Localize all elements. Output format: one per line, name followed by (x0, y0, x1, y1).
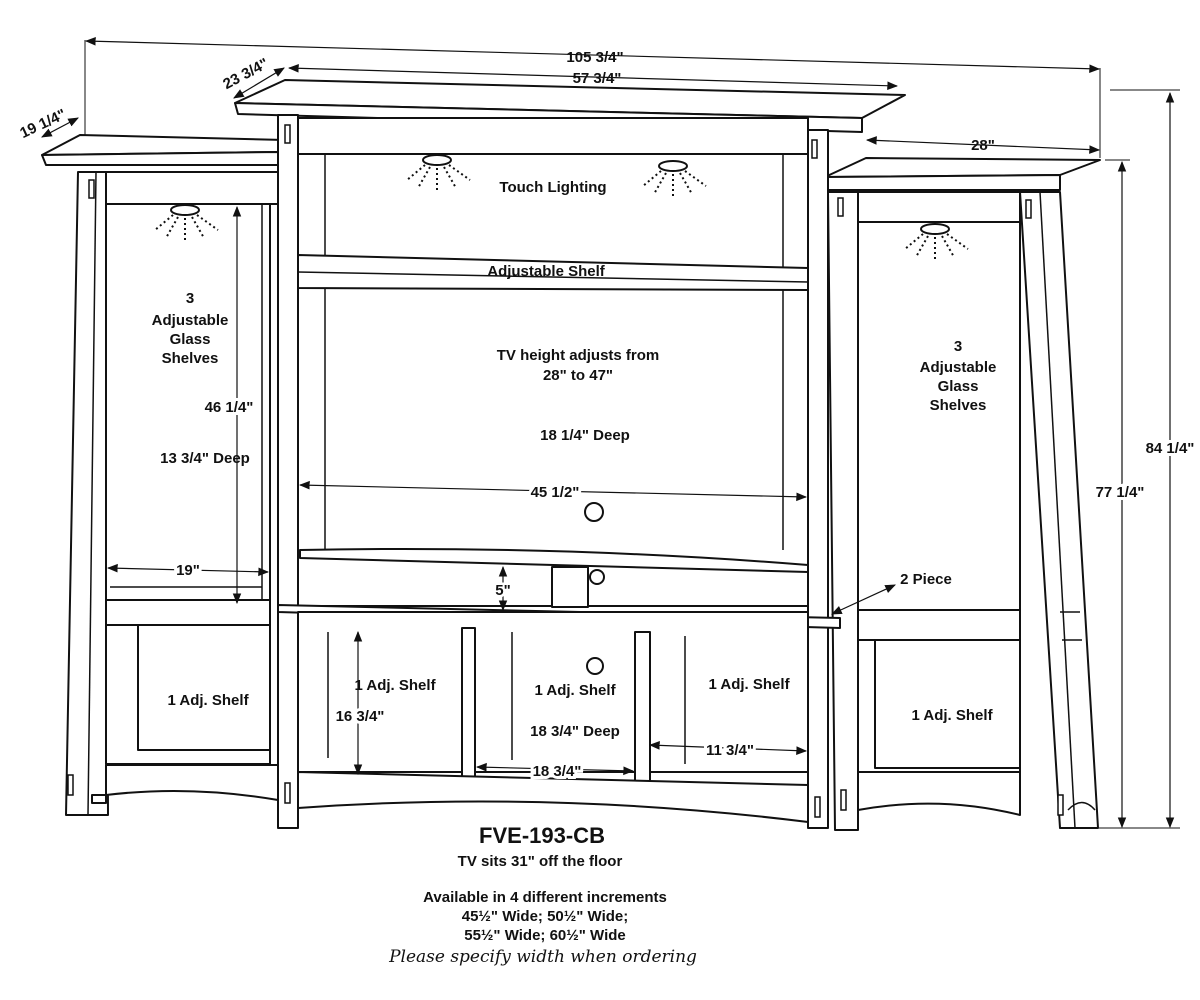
tv-width-label: 45 1/2" (531, 484, 580, 501)
left-glass-label: 3 (186, 290, 194, 307)
dimension-lines (41, 36, 1180, 829)
light-icon (904, 223, 969, 261)
left-adj-shelf-label: 1 Adj. Shelf (167, 692, 249, 709)
left-width-label: 19" (176, 562, 200, 579)
right-glass-label: Glass (938, 378, 979, 395)
lower-left-adj-label: 1 Adj. Shelf (354, 677, 436, 694)
left-deep-label: 13 3/4" Deep (160, 450, 250, 467)
lower-center-width-label: 18 3/4" (533, 763, 582, 780)
overall-width-label: 105 3/4" (566, 49, 623, 66)
left-glass-label: Glass (170, 331, 211, 348)
tv-height-label: TV height adjusts from (497, 347, 660, 364)
center-width-label: 57 3/4" (573, 70, 622, 87)
light-icon (154, 204, 219, 242)
ordering-note: Please specify width when ordering (388, 947, 697, 967)
left-glass-label: Adjustable (152, 312, 229, 329)
tv-deep-label: 18 1/4" Deep (540, 427, 630, 444)
left-glass-label: Shelves (162, 350, 219, 367)
availability-note: Available in 4 different increments (423, 889, 667, 906)
right-cabinet (824, 157, 1101, 831)
touch-lighting-label: Touch Lighting (499, 179, 606, 196)
tv-floor-note: TV sits 31" off the floor (458, 853, 623, 870)
right-glass-label: Shelves (930, 397, 987, 414)
right-glass-label: Adjustable (920, 359, 997, 376)
adjustable-shelf-label: Adjustable Shelf (487, 263, 606, 280)
lower-center-adj-label: 1 Adj. Shelf (534, 682, 616, 699)
lower-right-adj-label: 1 Adj. Shelf (708, 676, 790, 693)
lower-center-deep-label: 18 3/4" Deep (530, 723, 620, 740)
light-icon (406, 154, 471, 192)
gap-label: 5" (495, 582, 510, 599)
right-adj-shelf-label: 1 Adj. Shelf (911, 707, 993, 724)
left-cabinet (41, 134, 286, 816)
side-width-label: 28" (971, 137, 995, 154)
widths-line-1: 45½" Wide; 50½" Wide; (462, 908, 629, 925)
lower-height-label: 16 3/4" (336, 708, 385, 725)
left-height-label: 46 1/4" (205, 399, 254, 416)
center-depth-label: 23 3/4" (220, 55, 271, 93)
overall-height-label: 84 1/4" (1146, 440, 1195, 457)
side-height-label: 77 1/4" (1096, 484, 1145, 501)
model-number: FVE-193-CB (479, 823, 605, 848)
light-icon (642, 160, 707, 198)
right-glass-label: 3 (954, 338, 962, 355)
two-piece-label: 2 Piece (900, 571, 952, 588)
lower-right-width-label: 11 3/4" (706, 742, 754, 759)
tv-height-label: 28" to 47" (543, 367, 613, 384)
widths-line-2: 55½" Wide; 60½" Wide (464, 927, 626, 944)
